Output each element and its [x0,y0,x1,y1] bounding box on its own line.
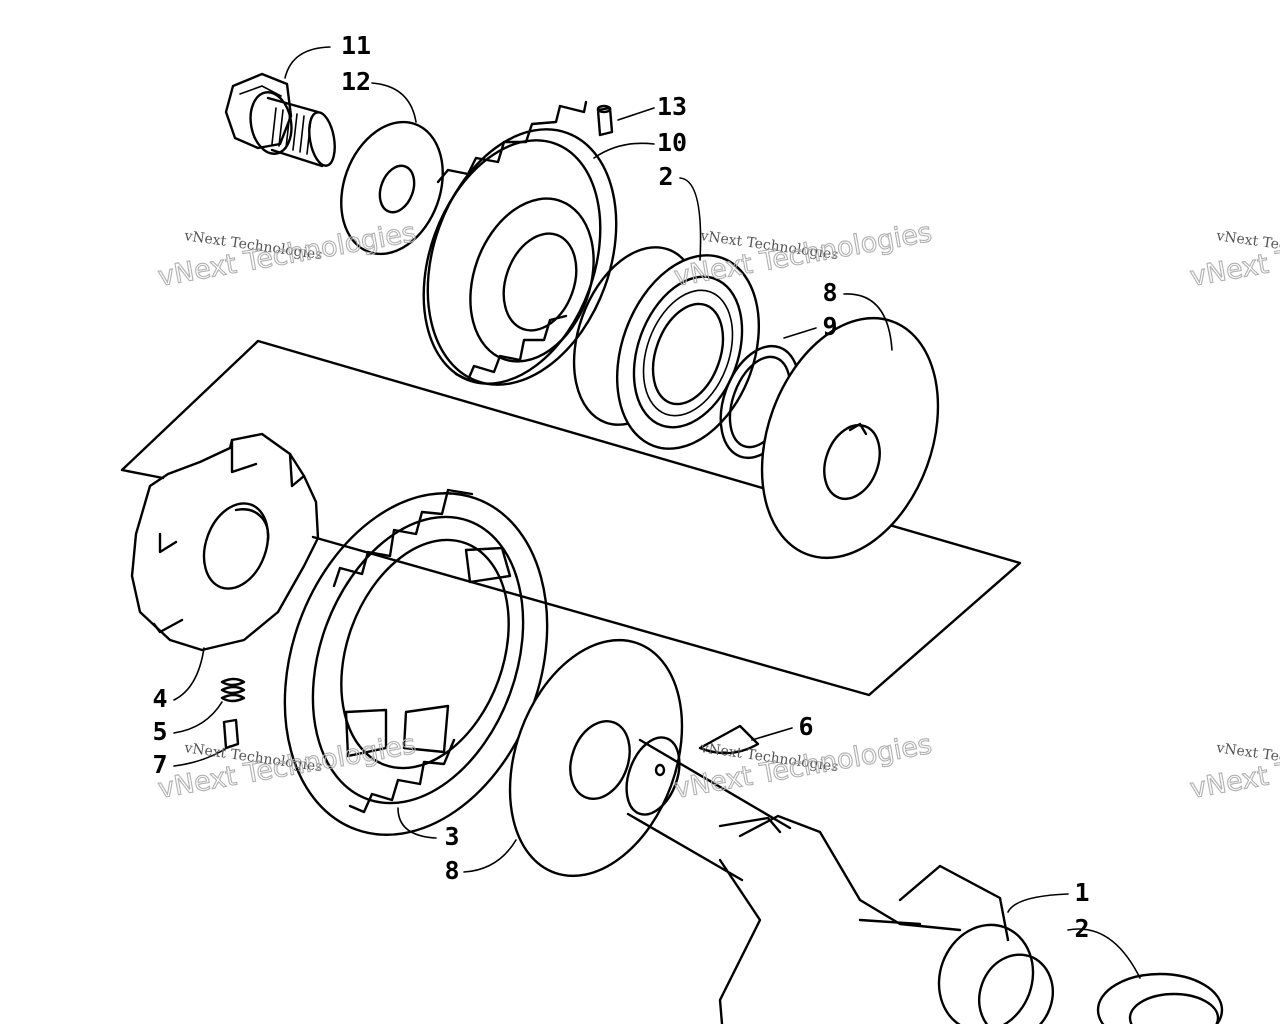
callout-2-lower: 2 [1074,914,1089,943]
watermark-big: vNext Technologies [1188,729,1280,805]
part-13-pin [596,104,614,137]
part-12-washer [340,120,444,256]
part-7-plunger [222,718,240,750]
part-5-spring [220,677,246,703]
part-4-ratchet-plate [130,432,320,652]
callout-labels: 11 12 13 10 2 8 9 4 5 7 6 3 8 1 2 [152,31,1089,943]
part-8-thrust-washer-upper [760,316,940,560]
callout-6: 6 [798,712,813,741]
callout-7: 7 [152,750,167,779]
callout-2-upper: 2 [658,162,673,191]
callout-11: 11 [341,31,371,60]
subassembly-outline [120,339,1022,697]
watermark-big: vNext Technologies [672,217,934,293]
part-1-shaft [625,736,1224,1024]
callout-9: 9 [822,312,837,341]
watermark-big: vNext Technologies [156,729,418,805]
part-6-woodruff-key [698,724,760,755]
callout-1: 1 [1074,878,1089,907]
part-11-flange-bolt [224,72,336,168]
part-8-thrust-washer-lower [508,638,684,878]
leader-lines [173,46,1141,979]
part-10-upper-gear [422,100,618,386]
callout-13: 13 [657,92,687,121]
callout-8-lower: 8 [444,856,459,885]
watermark-big: vNext Technologies [1188,217,1280,293]
callout-8-upper: 8 [822,278,837,307]
callout-3: 3 [444,822,459,851]
callout-5: 5 [152,717,167,746]
callout-4: 4 [152,684,167,713]
callout-10: 10 [657,128,687,157]
callout-12: 12 [341,67,371,96]
